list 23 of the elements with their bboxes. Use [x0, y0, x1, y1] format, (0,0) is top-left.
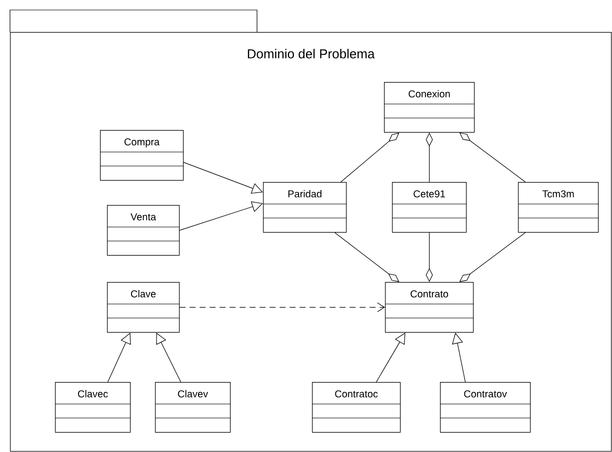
class-box: Clavec [54, 382, 131, 433]
generalization-arrow [183, 162, 263, 194]
aggregation-line [340, 132, 400, 182]
class-box: Contrato [384, 282, 474, 333]
generalization-arrow [376, 332, 406, 382]
class-box: Cete91 [392, 182, 467, 233]
class-box: Paridad [262, 182, 347, 233]
dependency-arrow [179, 302, 386, 312]
class-box: Venta [106, 205, 180, 256]
class-box: Conexion [384, 82, 475, 133]
generalization-arrow [108, 332, 131, 382]
generalization-arrow [179, 201, 263, 231]
class-box: Compra [100, 130, 184, 181]
aggregation-line [334, 232, 400, 282]
generalization-arrow [452, 332, 466, 382]
aggregation-line [426, 232, 433, 282]
class-box: Contratov [440, 382, 531, 433]
class-box: Clave [106, 282, 180, 333]
class-box: Clavev [154, 382, 231, 433]
class-box: Tcm3m [518, 182, 599, 233]
generalization-arrow [156, 332, 182, 382]
class-box: Contratoc [312, 382, 401, 433]
aggregation-line [426, 132, 433, 182]
